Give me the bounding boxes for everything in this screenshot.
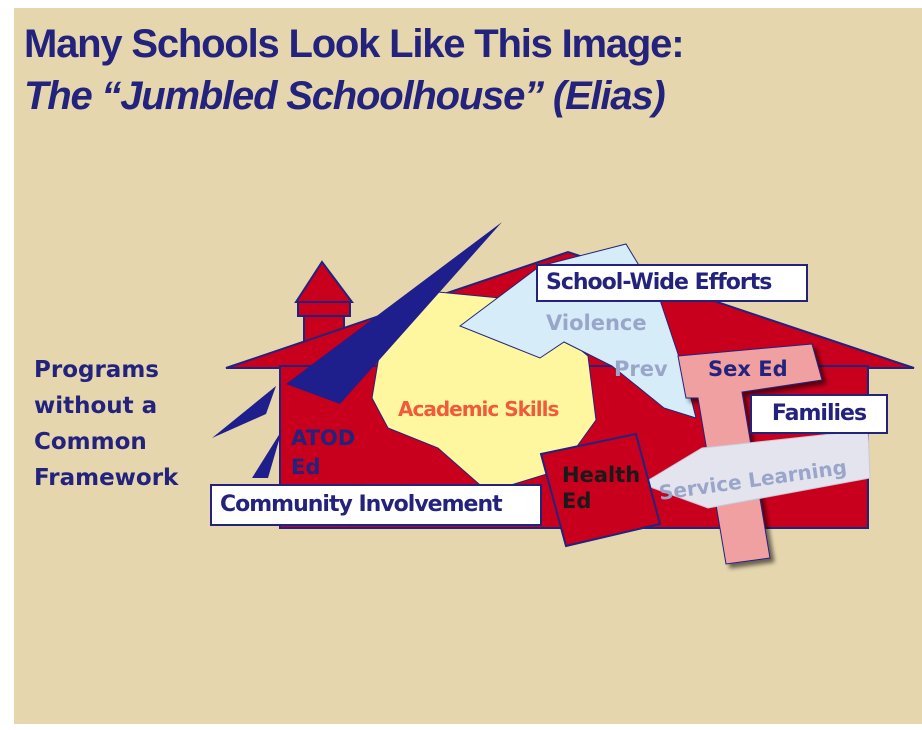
- health-ed-label-line1: Health: [562, 463, 640, 487]
- health-ed-label-line2: Ed: [562, 489, 591, 513]
- families-box: Families: [750, 394, 888, 434]
- slide-title: Many Schools Look Like This Image:: [24, 22, 685, 66]
- side-label-line: Programs: [34, 357, 159, 383]
- programs-without-framework-label: Programs without a Common Framework: [34, 352, 178, 496]
- atod-ed-label: ATOD Ed: [291, 424, 355, 482]
- navy-shard: [286, 222, 502, 404]
- side-label-line: Framework: [34, 465, 179, 491]
- health-ed-box: [539, 432, 662, 548]
- service-learning-arrow: [640, 429, 871, 509]
- side-label-line: Common: [34, 429, 147, 455]
- prev-label: Prev: [614, 357, 668, 381]
- community-involvement-box: Community Involvement: [210, 484, 542, 526]
- navy-wedge-lower: [252, 430, 282, 478]
- atod-ed-line1: ATOD: [291, 426, 356, 450]
- atod-ed-line2: Ed: [291, 455, 321, 479]
- slide-subtitle: The “Jumbled Schoolhouse” (Elias): [24, 74, 666, 118]
- side-label-line: without a: [34, 393, 158, 419]
- violence-label: Violence: [546, 311, 647, 335]
- academic-skills-label: Academic Skills: [398, 397, 558, 421]
- sex-ed-label: Sex Ed: [708, 357, 788, 381]
- school-wide-efforts-box: School-Wide Efforts: [536, 264, 808, 302]
- navy-wedge-upper: [212, 386, 276, 438]
